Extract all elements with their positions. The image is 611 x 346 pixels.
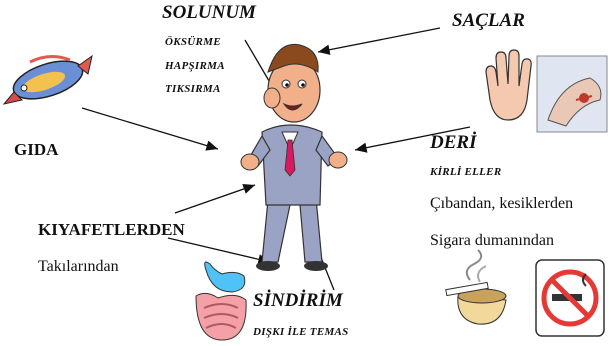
label-saclar: SAÇLAR	[452, 10, 525, 32]
label-kiyafetlerden: KIYAFETLERDEN	[38, 220, 185, 240]
arrow-takilarindan	[168, 238, 270, 262]
label-oksurme: ÖKSÜRME	[165, 36, 221, 48]
smoking-ashtray-icon	[446, 250, 506, 324]
label-sigara: Sigara dumanından	[430, 232, 554, 250]
stomach-intestine-icon	[196, 262, 246, 340]
arrow-saclar	[318, 28, 440, 52]
label-cibandan: Çıbandan, kesiklerden	[430, 195, 573, 213]
arrow-kiyafetlerden	[175, 185, 255, 213]
no-smoking-icon	[536, 260, 604, 336]
label-solunum: SOLUNUM	[162, 2, 256, 24]
label-hapsirma: HAPŞIRMA	[165, 60, 225, 72]
label-diski: DIŞKI İLE TEMAS	[253, 326, 349, 338]
label-kirli-eller: KİRLİ ELLER	[430, 166, 501, 178]
fish-icon	[4, 54, 92, 107]
man-figure-icon	[241, 44, 347, 271]
label-takilarindan: Takılarından	[38, 258, 119, 276]
label-sindirim: SİNDİRİM	[253, 290, 343, 312]
hand-icon	[486, 50, 531, 120]
label-deri: DERİ	[430, 132, 476, 154]
label-gida: GIDA	[14, 140, 58, 160]
arrow-gida	[82, 108, 218, 149]
label-tiksirma: TIKSIRMA	[165, 83, 221, 95]
foot-wound-icon	[537, 56, 607, 132]
